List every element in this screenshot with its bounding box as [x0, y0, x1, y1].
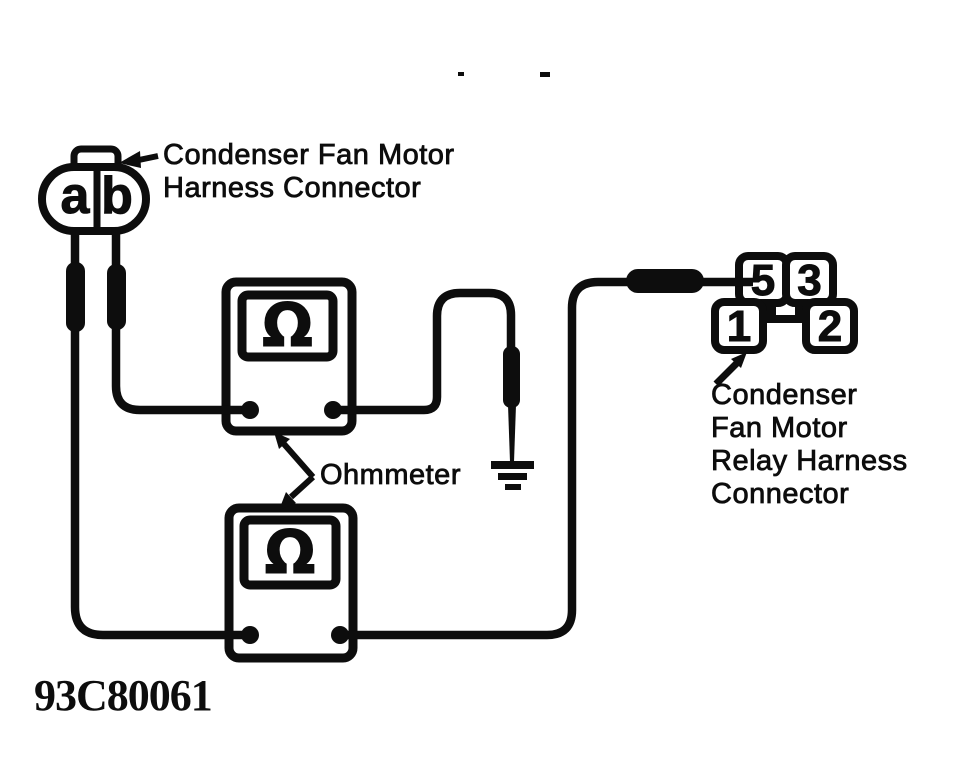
- relay-connector-label-line3: Relay Harness: [711, 445, 908, 478]
- probe-sleeves: [66, 262, 704, 462]
- ohmmeter-arrow-upper-head-icon: [274, 432, 290, 449]
- relay-terminal-1-box: [711, 298, 767, 354]
- wires: [70, 228, 753, 640]
- ohmmeter-top-display: [237, 290, 338, 362]
- relay-connector-label-line1: Condenser: [711, 379, 858, 412]
- relay-terminal-3-label: 3: [797, 256, 822, 306]
- terminal-b-label: b: [101, 167, 134, 226]
- relay-terminal-2-box: [802, 298, 858, 354]
- ohmmeter-bottom-display: [239, 515, 341, 590]
- probe-sleeve-b: [107, 264, 126, 330]
- relay-connector-label-line4: Connector: [711, 478, 850, 511]
- top-meter-right-terminal: [324, 401, 342, 419]
- ohm-symbol-top: Ω: [261, 291, 313, 362]
- bottom-meter-left-terminal: [241, 626, 259, 644]
- callout-arrows: [119, 151, 747, 510]
- probe-sleeve-a: [66, 262, 85, 332]
- relay-arrow-head-icon: [731, 352, 747, 368]
- figure-id: 93C80061: [34, 671, 213, 720]
- probe-sleeve-relay: [626, 269, 704, 293]
- ground-symbol-icon: [491, 461, 534, 490]
- relay-bridge-notch: [776, 307, 795, 315]
- probe-sleeve-ground: [503, 346, 520, 408]
- ohmmeter-arrow-lower-line: [288, 474, 316, 500]
- top-meter-left-terminal: [241, 401, 259, 419]
- ohmmeter-arrow-upper-line: [281, 442, 316, 479]
- scan-speck: [540, 72, 550, 77]
- harness-arrow-head-icon: [119, 151, 141, 168]
- relay-terminal-1-label: 1: [726, 302, 752, 352]
- meter-terminals: [241, 401, 349, 644]
- ohmmeter-label: Ohmmeter: [320, 459, 461, 492]
- ground-bar-1: [491, 461, 534, 469]
- ohmmeter-top: [221, 277, 357, 436]
- relay-arrow-line: [713, 360, 740, 387]
- scan-speck: [458, 72, 464, 76]
- fan-connector-label-line1: Condenser Fan Motor: [163, 139, 455, 172]
- relay-connector-label: Condenser Fan Motor Relay Harness Connec…: [711, 379, 908, 511]
- ohm-symbol-bottom: Ω: [264, 517, 316, 588]
- wire-terminal-b-to-top-meter: [111, 228, 250, 415]
- ground-bar-3: [505, 484, 521, 490]
- fan-connector-label-line2: Harness Connector: [163, 172, 422, 205]
- ohmmeter-bottom: [224, 503, 358, 663]
- fan-motor-connector: [38, 145, 150, 235]
- ground-bar-2: [498, 473, 527, 480]
- wire-terminal-a-to-bottom-meter: [70, 228, 250, 640]
- fan-connector-label: Condenser Fan Motor Harness Connector: [163, 139, 455, 205]
- relay-connector-label-line2: Fan Motor: [711, 412, 848, 445]
- probe-tip-ground: [508, 405, 516, 462]
- relay-terminal-5-label: 5: [750, 256, 776, 306]
- wire-bottom-meter-to-relay: [340, 277, 753, 640]
- wire-top-meter-to-ground: [334, 288, 516, 415]
- bottom-meter-right-terminal: [331, 626, 349, 644]
- terminal-a-label: a: [60, 167, 90, 226]
- relay-terminal-2-label: 2: [817, 302, 843, 352]
- scan-specks: [458, 72, 550, 77]
- ohmmeter-arrow-lower-head-icon: [279, 492, 296, 510]
